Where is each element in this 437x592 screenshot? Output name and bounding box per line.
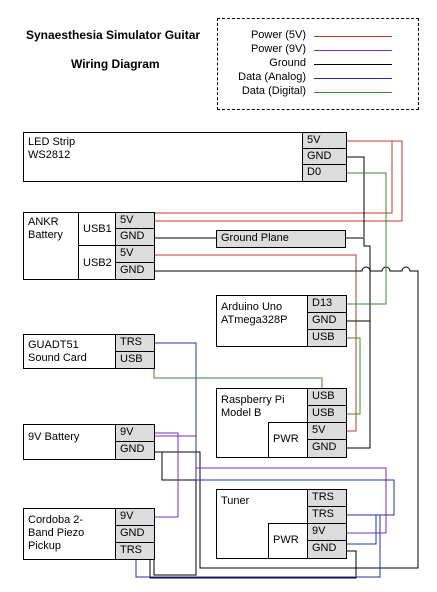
legend-item-ground: Ground [218,57,418,71]
tuner-pin-trs-2: TRS [307,506,347,524]
raspberry-pi-pwr: PWR [268,422,308,458]
legend-item-power-9v: Power (9V) [218,43,418,57]
sound-card-pin-usb: USB [115,351,155,369]
ankr-battery-name: ANKR Battery [28,216,63,241]
wire-9v-battery [154,432,179,518]
tuner-pwr: PWR [268,523,308,559]
battery-9v-pin-gnd: GND [115,441,155,460]
wire-tuner-gnd [149,533,357,579]
ankr-pin-5v-1: 5V [115,212,155,229]
ankr-usb2: USB2 [78,245,116,280]
diagram-subtitle: Wiring Diagram [71,57,160,71]
led-strip-pin-d0: D0 [302,164,347,182]
arduino-pin-usb: USB [307,329,347,347]
tuner-pin-9v: 9V [307,523,347,541]
battery-9v-pin-9v: 9V [115,424,155,442]
legend-line [314,50,392,51]
battery-9v-name: 9V Battery [28,431,80,443]
ankr-pin-gnd-2: GND [115,262,155,280]
ankr-pin-5v-2: 5V [115,245,155,263]
legend: Power (5V) Power (9V) Ground Data (Analo… [217,18,419,110]
led-strip-pin-gnd: GND [302,148,347,165]
ankr-usb1: USB1 [78,212,116,246]
sound-card-pin-trs: TRS [115,334,155,352]
wire-groundplane-right [346,237,371,322]
wire-led-gnd [346,156,365,237]
legend-label: Ground [269,57,306,69]
wire-groundplane-rpi-gnd [346,321,371,449]
led-strip-name: LED Strip WS2812 [28,136,76,161]
wire-9v-gnd-to-pickup [153,451,197,576]
raspberry-pi-pin-gnd: GND [307,439,347,458]
raspberry-pi-pwr-label: PWR [273,433,299,445]
ground-plane: Ground Plane [216,230,346,248]
raspberry-pi-pin-5v: 5V [307,422,347,440]
raspberry-pi-name: Raspberry Pi Model B [221,394,285,419]
tuner-pwr-label: PWR [273,534,299,546]
legend-label: Power (5V) [250,29,306,41]
led-strip-pin-5v: 5V [302,132,347,149]
sound-card-name: GUADT51 Sound Card [28,339,87,364]
legend-label: Data (Analog) [238,71,306,83]
legend-line [314,78,392,79]
led-strip: LED Strip WS2812 [23,132,347,182]
wire-battery-5v-rpi [154,254,357,432]
piezo-pickup-name: Cordoba 2- Band Piezo Pickup [28,514,85,552]
wire-battery2-gnd [154,266,419,569]
legend-line [314,64,392,65]
tuner-name: Tuner [221,495,250,507]
legend-label: Data (Digital) [241,85,306,97]
arduino-uno-name: Arduino Uno ATmega328P [221,301,288,326]
tuner-pin-gnd: GND [307,540,347,559]
legend-item-data-analog: Data (Analog) [218,71,418,85]
tuner-pin-trs-1: TRS [307,489,347,507]
wire-soundcard-trs [154,342,395,545]
ankr-usb1-label: USB1 [83,223,112,235]
wire-led-5v-battery-usb1 [154,140,393,214]
arduino-pin-gnd: GND [307,312,347,330]
ankr-pin-gnd-1: GND [115,228,155,246]
legend-item-power-5v: Power (5V) [218,29,418,43]
wire-arduino-usb-rpi [346,337,361,415]
legend-label: Power (9V) [250,43,306,55]
legend-line [314,36,392,37]
raspberry-pi-pin-usb-1: USB [307,388,347,406]
diagram-title: Synaesthesia Simulator Guitar [26,28,201,42]
ankr-usb2-label: USB2 [83,257,112,269]
pickup-pin-gnd: GND [115,525,155,543]
wire-9v-tuner [154,435,387,534]
raspberry-pi-pin-usb-2: USB [307,405,347,423]
pickup-pin-trs: TRS [115,542,155,560]
legend-item-data-digital: Data (Digital) [218,85,418,99]
arduino-pin-d13: D13 [307,295,347,313]
wire-led-d0 [346,172,387,305]
legend-line [314,92,392,93]
pickup-pin-9v: 9V [115,508,155,526]
